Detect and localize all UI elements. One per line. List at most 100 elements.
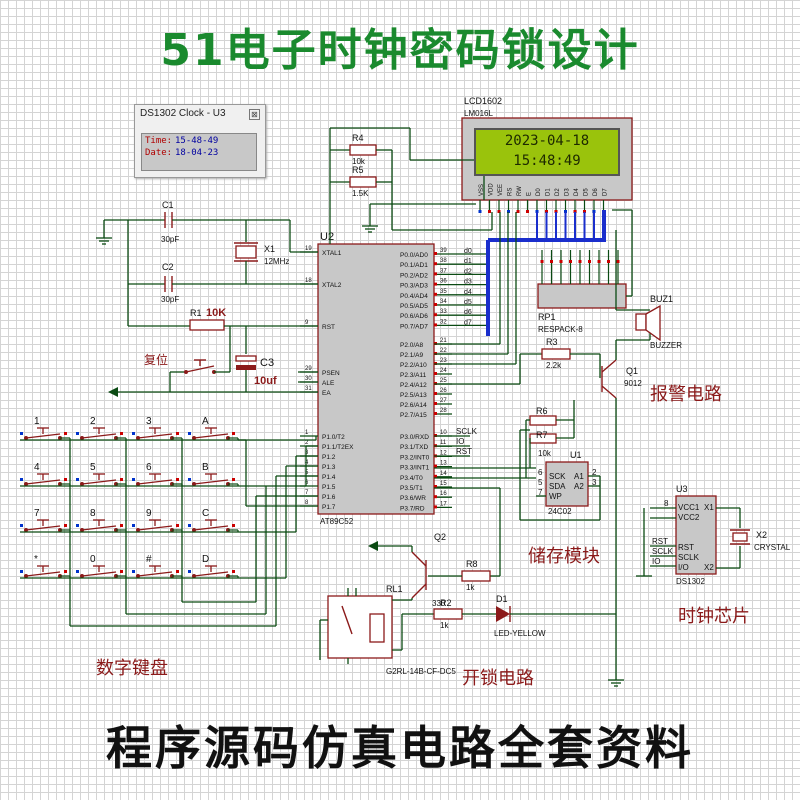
time-label: Time: <box>145 136 173 146</box>
rtc-ds1302: U3 DS1302 VCC1 VCC2 RST SCLK I/O X1 X2 8… <box>636 484 791 586</box>
keypad-key[interactable]: D <box>188 554 239 578</box>
keypad-key[interactable]: # <box>132 554 183 578</box>
keypad-key[interactable]: C <box>188 508 239 532</box>
u3-vcc1: VCC1 <box>678 503 700 512</box>
pin-state-marker <box>497 210 501 213</box>
keypad-key[interactable]: * <box>20 554 71 578</box>
pin-state-marker <box>434 495 437 499</box>
pin-state-marker <box>176 478 179 481</box>
keypad-key[interactable]: 2 <box>76 416 127 440</box>
r2-value: 1k <box>440 621 449 630</box>
q1-ref: Q1 <box>626 366 638 376</box>
keypad-key[interactable]: 7 <box>20 508 71 532</box>
lcd-pin-name: D1 <box>546 188 552 196</box>
keypad-key[interactable]: 6 <box>132 462 183 486</box>
mcu-right-pin-name: P3.3/INT1 <box>400 465 430 472</box>
mcu-right-pin-num: 35 <box>440 289 447 295</box>
keypad-key[interactable]: 4 <box>20 462 71 486</box>
key-label: 6 <box>146 462 152 473</box>
lcd-pin-name: VEE <box>498 184 504 196</box>
keypad-key[interactable]: 5 <box>76 462 127 486</box>
pin-state-marker <box>434 402 437 405</box>
u3-net-rst: RST <box>652 537 668 546</box>
mcu-left-pin-name: EA <box>322 390 331 397</box>
u1-pin2: 2 <box>592 468 597 477</box>
mcu-left-pin-name: PSEN <box>322 370 340 377</box>
c3-value: 10uf <box>254 375 277 387</box>
ds1302-clock-popup[interactable]: DS1302 Clock - U3 ⊠ Time:15-48-49 Date:1… <box>134 104 266 178</box>
r8-ref: R8 <box>466 559 478 569</box>
mcu-right-pin-name: P0.1/AD1 <box>400 262 428 269</box>
keypad-key[interactable]: 3 <box>132 416 183 440</box>
pin-state-marker <box>550 260 553 263</box>
pin-state-marker <box>607 260 610 263</box>
pin-state-marker <box>434 392 437 395</box>
keypad-key[interactable]: 8 <box>76 508 127 532</box>
mcu-left-pin-num: 2 <box>305 440 309 446</box>
pin-state-marker <box>434 282 437 286</box>
mcu-right-pin-num: 11 <box>440 440 447 446</box>
mcu-right-pin-name: P2.5/A13 <box>400 392 427 399</box>
key-label: C <box>202 508 209 519</box>
mcu-right-pin-name: P3.6/WR <box>400 495 426 502</box>
mcu-right-pin-name: P2.4/A12 <box>400 382 427 389</box>
pin-state-marker <box>188 524 191 527</box>
pin-state-marker <box>434 252 437 255</box>
r2-note: 330 <box>432 599 446 608</box>
popup-title: DS1302 Clock - U3 <box>140 108 226 119</box>
u3-x2: X2 <box>704 563 714 572</box>
lcd-pin-name: D7 <box>603 188 609 196</box>
keypad-key[interactable]: A <box>188 416 239 440</box>
r7-value: 10k <box>538 449 552 458</box>
buz1-value: BUZZER <box>650 341 682 350</box>
pin-state-marker <box>76 478 79 481</box>
u1-pin-wp: WP <box>549 492 562 501</box>
u3-net-sclk: SCLK <box>652 547 674 556</box>
rp1-value: RESPACK-8 <box>538 325 583 334</box>
pin-state-marker <box>232 524 235 527</box>
mcu-right-pin-name: P3.5/T1 <box>400 485 423 492</box>
u3-pin8: 8 <box>664 499 669 508</box>
mcu-right-pin-name: P0.6/AD6 <box>400 313 428 320</box>
pin-state-marker <box>488 210 491 213</box>
u1-pin3: 3 <box>592 478 597 487</box>
u3-x1: X1 <box>704 503 714 512</box>
key-label: # <box>146 554 152 565</box>
mcu-right-pin-num: 28 <box>440 408 447 414</box>
mcu-right-pin-name: P3.1/TXD <box>400 444 428 451</box>
lcd-pin-name: D5 <box>584 188 590 196</box>
bus-net-label: d1 <box>464 258 472 265</box>
pin-state-marker <box>434 485 437 488</box>
pin-state-marker <box>64 478 67 481</box>
footer-title: 程序源码仿真电路全套资料 <box>106 721 694 775</box>
lcd-pin-name: D0 <box>536 188 542 196</box>
p3-net-labels: SCLK IO RST <box>434 427 478 457</box>
pin-state-marker <box>232 478 235 481</box>
mcu-left-pin-name: RST <box>322 324 335 331</box>
mcu-right-pin-num: 26 <box>440 388 447 394</box>
c2-ref: C2 <box>162 262 174 272</box>
bus-net-label: d6 <box>464 309 472 316</box>
mcu-right-pin-name: P2.7/A15 <box>400 412 427 419</box>
key-label: 4 <box>34 462 40 473</box>
bus-net-label: d5 <box>464 299 472 306</box>
pin-state-marker <box>132 524 135 527</box>
keypad-key[interactable]: B <box>188 462 239 486</box>
mcu-left-pin-name: XTAL1 <box>322 250 342 257</box>
bus-net-label: d3 <box>464 279 472 286</box>
mcu-right-pin-name: P3.0/RXD <box>400 434 429 441</box>
mcu-left-pin-num: 7 <box>305 490 309 496</box>
keypad-key[interactable]: 9 <box>132 508 183 532</box>
x1-value: 12MHz <box>264 257 289 266</box>
mcu-left-pin-num: 6 <box>305 480 309 486</box>
key-label: 1 <box>34 416 40 427</box>
pin-state-marker <box>120 478 123 481</box>
keypad-key[interactable]: 0 <box>76 554 127 578</box>
lcd-line2: 15:48:49 <box>513 153 581 169</box>
c1-ref: C1 <box>162 200 174 210</box>
keypad-key[interactable]: 1 <box>20 416 71 440</box>
u3-rst: RST <box>678 543 694 552</box>
net-io: IO <box>456 437 464 446</box>
popup-close-button[interactable]: ⊠ <box>249 109 260 120</box>
mcu-right-pin-name: P2.3/A11 <box>400 372 427 379</box>
